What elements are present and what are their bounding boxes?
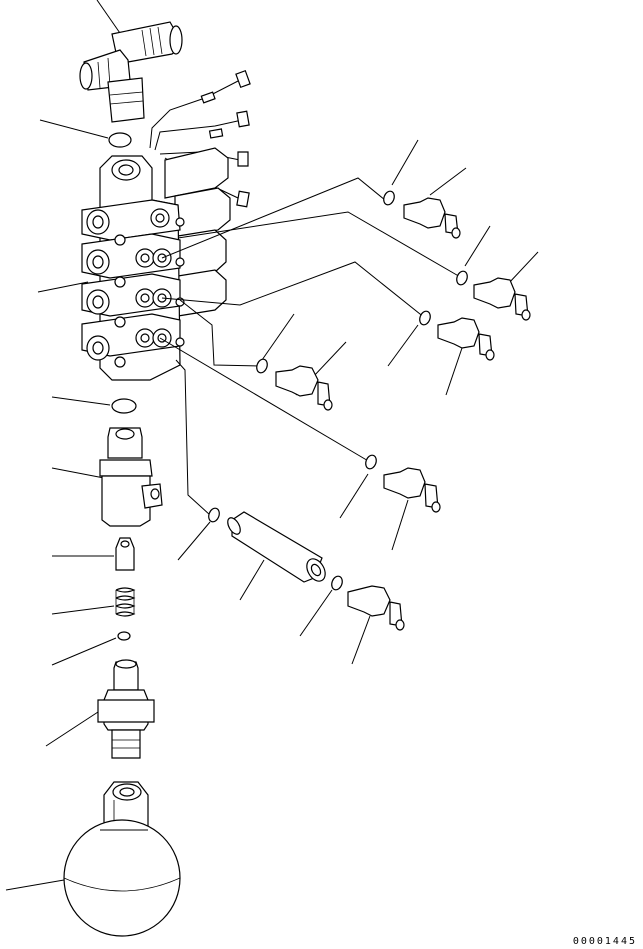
document-code: 00001445 [572, 936, 637, 947]
right-o-ring-2 [455, 226, 490, 286]
spacer-o-ring [178, 507, 221, 560]
accumulator [6, 782, 180, 936]
check-valve-poppet [52, 538, 134, 570]
connector-fitting [46, 660, 154, 758]
solenoid-coils [165, 148, 230, 316]
right-o-ring-3 [388, 310, 432, 366]
small-o-ring [52, 632, 130, 665]
right-plug-1 [404, 168, 466, 238]
valve-block [38, 156, 184, 380]
check-valve-spring [52, 588, 134, 616]
lower-right-plug [384, 468, 440, 550]
bottom-right-plug [348, 586, 404, 664]
lower-right-o-ring [340, 454, 378, 518]
center-plug [276, 342, 346, 410]
right-o-ring-1 [382, 140, 418, 206]
right-plug-3 [438, 318, 494, 395]
spacer-tube [225, 512, 329, 600]
lower-o-ring [52, 397, 136, 413]
check-valve-body [52, 428, 162, 526]
top-o-ring [40, 120, 131, 147]
right-plug-2 [474, 252, 538, 320]
center-o-ring [255, 314, 294, 374]
bottom-right-o-ring [300, 575, 344, 636]
top-elbow-fitting [80, 0, 182, 122]
exploded-leader-lines [160, 178, 462, 515]
